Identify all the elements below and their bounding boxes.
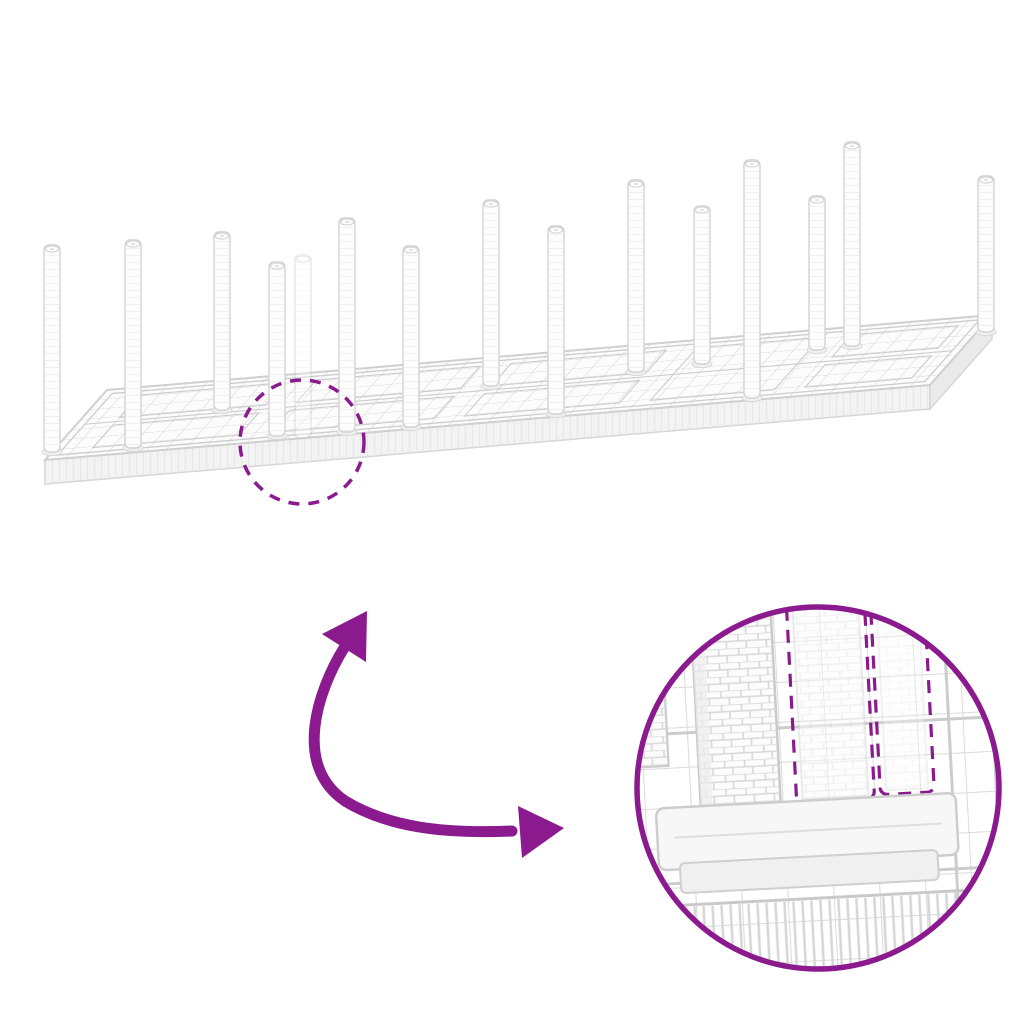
rack-peg <box>545 225 567 419</box>
rack-peg <box>122 239 144 453</box>
zoom-detail-circle <box>634 604 1002 972</box>
zoom-arrow-head-top <box>322 611 367 662</box>
rack-peg <box>41 244 63 457</box>
zoom-peg-outline-dashed-2 <box>866 609 936 796</box>
tray-front-wall-ribs <box>45 385 930 484</box>
zoom-arrow-shaft <box>308 642 518 838</box>
rack-peg <box>806 195 828 355</box>
rack-pegs <box>41 141 997 457</box>
rack-peg <box>336 217 358 437</box>
zoom-peg-left-partial <box>639 609 670 770</box>
zoom-circle-border <box>634 604 1002 972</box>
zoom-arrow <box>308 611 564 858</box>
rack-peg-ghost <box>294 254 312 439</box>
rack-peg <box>480 199 502 391</box>
zoom-peg-solid <box>686 609 783 814</box>
rack-peg <box>211 231 233 415</box>
rack-peg <box>625 179 647 377</box>
rack-peg <box>741 159 763 403</box>
rack-peg <box>691 205 713 369</box>
rack-peg <box>841 141 863 351</box>
zoom-peg-ghost <box>788 609 870 800</box>
zoom-base-block <box>655 791 960 895</box>
rack-peg <box>975 175 997 337</box>
zoom-ribbed-edge <box>639 883 997 967</box>
detail-highlight-circle <box>238 378 366 506</box>
storage-rack <box>41 141 997 484</box>
rack-peg <box>266 261 288 441</box>
zoom-arrow-head-bottom <box>518 806 564 858</box>
rack-peg <box>400 245 422 432</box>
